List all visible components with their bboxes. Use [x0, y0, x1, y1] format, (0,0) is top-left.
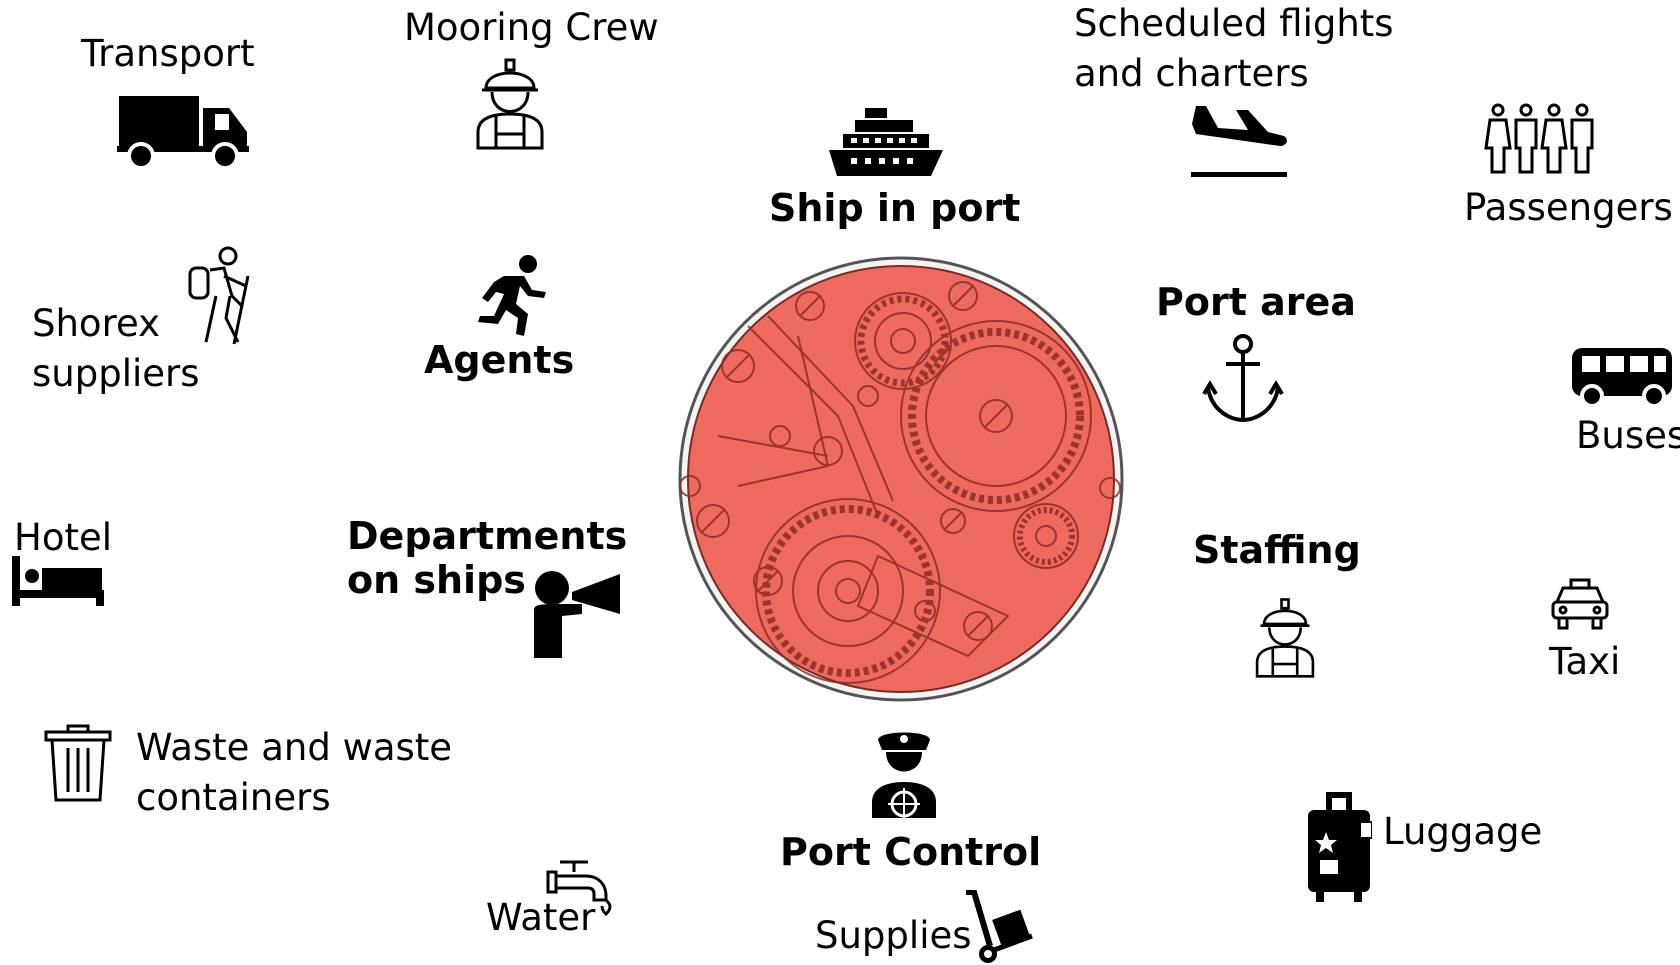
supplies-label: Supplies: [815, 914, 972, 957]
port-control-label: Port Control: [780, 830, 1042, 874]
shorex-suppliers-label-line1: Shorex: [32, 302, 160, 345]
scheduled-flights-label-line2: and charters: [1074, 52, 1309, 95]
runner-icon: [478, 255, 546, 336]
anchor-icon: [1202, 334, 1284, 423]
passengers-label: Passengers: [1464, 186, 1673, 229]
taxi-label: Taxi: [1549, 640, 1621, 683]
worker-icon: [1255, 598, 1315, 678]
bus-icon: [1572, 348, 1672, 408]
agents-label: Agents: [424, 338, 575, 382]
buses-label: Buses: [1576, 414, 1680, 457]
clockwork-hub: [678, 256, 1124, 702]
taxi-icon: [1551, 578, 1609, 630]
departments-on-ships-label-line1: Departments: [347, 514, 628, 558]
hiker-icon: [188, 246, 250, 345]
megaphone-person-icon: [534, 571, 620, 658]
captain-icon: [872, 732, 936, 820]
worker-icon: [476, 58, 544, 150]
clockwork-gears-icon: [678, 256, 1124, 702]
truck-icon: [117, 96, 249, 170]
transport-label: Transport: [81, 32, 255, 75]
staffing-label: Staffing: [1193, 528, 1361, 572]
bed-icon: [12, 556, 104, 606]
people-group-icon: [1484, 103, 1594, 174]
port-area-label: Port area: [1156, 280, 1356, 324]
waste-label-line2: containers: [136, 776, 331, 819]
luggage-label: Luggage: [1383, 810, 1543, 853]
shorex-suppliers-label-line2: suppliers: [32, 352, 200, 395]
waste-label-line1: Waste and waste: [136, 726, 453, 769]
trash-bin-icon: [44, 724, 112, 802]
ship-in-port-label: Ship in port: [769, 186, 1021, 230]
water-tap-icon: [546, 860, 612, 917]
water-label: Water: [486, 896, 596, 939]
cruise-ship-icon: [829, 108, 943, 176]
airplane-landing-icon: [1191, 106, 1287, 177]
hotel-label: Hotel: [14, 516, 113, 559]
mooring-crew-label: Mooring Crew: [404, 6, 659, 49]
departments-on-ships-label-line2: on ships: [347, 558, 526, 602]
scheduled-flights-label-line1: Scheduled flights: [1074, 2, 1394, 45]
suitcase-icon: [1308, 792, 1372, 902]
hand-truck-icon: [966, 890, 1033, 963]
